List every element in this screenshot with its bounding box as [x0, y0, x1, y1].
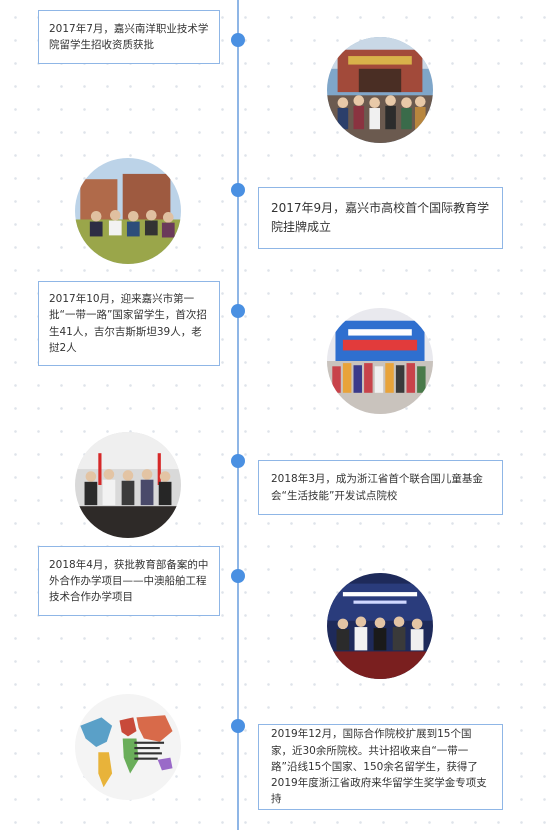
- event-photo-students-lawn: [75, 158, 181, 264]
- timeline-event-card: 2017年9月，嘉兴市高校首个国际教育学院挂牌成立: [258, 187, 503, 249]
- timeline-event-text: 2017年10月，迎来嘉兴市第一批“一带一路”国家留学生，首次招生41人，吉尔吉…: [49, 292, 207, 354]
- timeline-marker: [231, 719, 245, 733]
- timeline-event-card: 2019年12月，国际合作院校扩展到15个国家，近30余所院校。共计招收来自“一…: [258, 724, 503, 810]
- timeline-marker: [231, 183, 245, 197]
- event-photo-agreement-signing: [327, 573, 433, 679]
- timeline-marker: [231, 454, 245, 468]
- timeline-marker: [231, 304, 245, 318]
- event-photo-signing-meeting: [75, 432, 181, 538]
- timeline-event-card: 2017年10月，迎来嘉兴市第一批“一带一路”国家留学生，首次招生41人，吉尔吉…: [38, 281, 220, 366]
- timeline-event-text: 2017年9月，嘉兴市高校首个国际教育学院挂牌成立: [271, 201, 490, 234]
- timeline-marker: [231, 569, 245, 583]
- timeline-event-card: 2018年3月，成为浙江省首个联合国儿童基金会“生活技能”开发试点院校: [258, 460, 503, 515]
- event-photo-campus-group: [327, 37, 433, 143]
- timeline-event-text: 2019年12月，国际合作院校扩展到15个国家，近30余所院校。共计招收来自“一…: [271, 728, 487, 806]
- event-photo-world-map: [75, 694, 181, 800]
- timeline-marker: [231, 33, 245, 47]
- timeline-event-text: 2018年4月，获批教育部备案的中外合作办学项目——中澳船舶工程技术合作办学项目: [49, 558, 209, 604]
- timeline-event-card: 2018年4月，获批教育部备案的中外合作办学项目——中澳船舶工程技术合作办学项目: [38, 546, 220, 616]
- timeline-event-card: 2017年7月，嘉兴南洋职业技术学院留学生招收资质获批: [38, 10, 220, 64]
- timeline-event-text: 2017年7月，嘉兴南洋职业技术学院留学生招收资质获批: [49, 22, 209, 51]
- timeline-axis: [237, 0, 239, 830]
- timeline-event-text: 2018年3月，成为浙江省首个联合国儿童基金会“生活技能”开发试点院校: [271, 473, 483, 502]
- event-photo-welcome-ceremony: [327, 308, 433, 414]
